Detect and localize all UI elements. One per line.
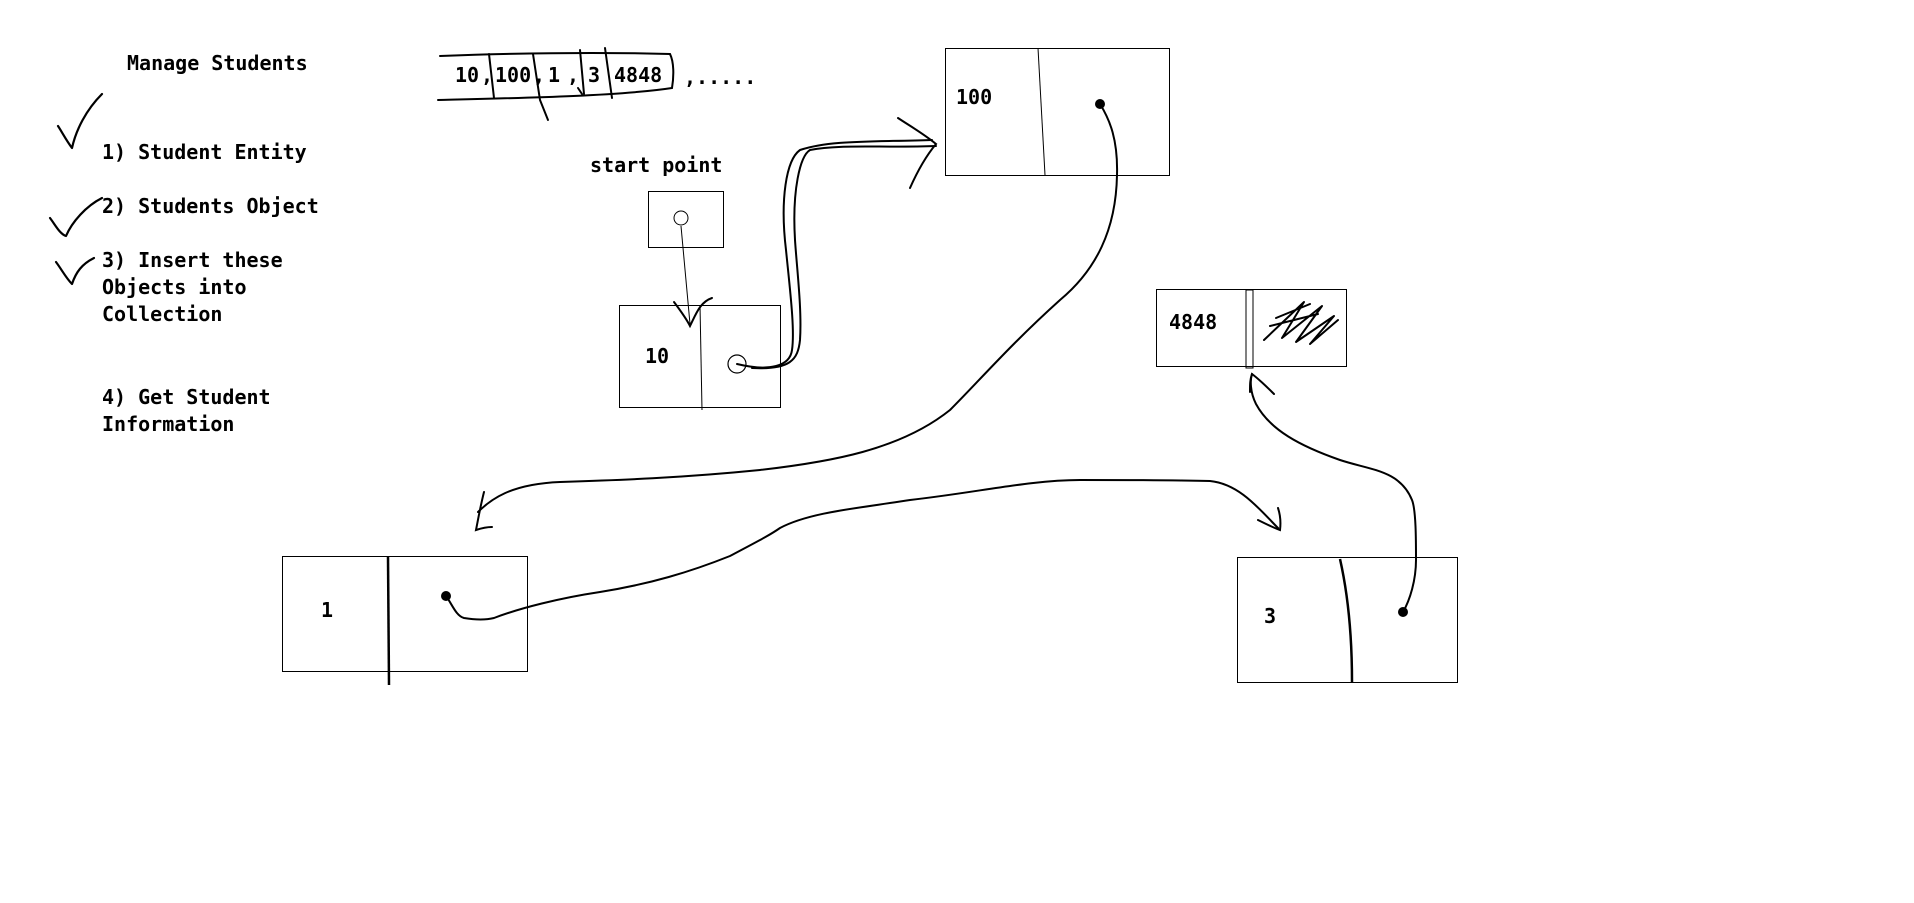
start-point-label: start point [590, 153, 723, 177]
node-3: 3 [1237, 557, 1458, 683]
start-pointer-box [648, 191, 724, 248]
node-100: 100 [945, 48, 1170, 176]
null-scribble-icon [1263, 301, 1339, 345]
link-100-to-1-arrowhead [474, 491, 493, 532]
step-3: 3) Insert these Objects into Collection [102, 248, 283, 326]
link-3-to-4848-arrowhead [1249, 372, 1275, 395]
node-value: 1 [321, 598, 334, 622]
pointer-dot [727, 354, 747, 374]
sequence-divider [488, 53, 495, 99]
sequence-separator: , [481, 63, 494, 87]
link-10-to-100 [751, 145, 937, 370]
node-10: 10 [619, 305, 781, 408]
check-mark-icon [54, 256, 96, 286]
node-divider [1037, 47, 1046, 176]
step-2: 2) Students Object [102, 194, 319, 218]
node-divider [1245, 289, 1254, 369]
node-divider [699, 304, 703, 411]
check-mark-icon [48, 196, 104, 238]
link-1-to-3 [445, 478, 1279, 621]
sequence-item: 3 [588, 63, 601, 87]
page-title: Manage Students [127, 51, 308, 75]
link-10-to-100-arrowhead [897, 117, 938, 189]
sequence-divider [577, 87, 583, 95]
node-divider [386, 556, 391, 686]
node-value: 10 [645, 344, 670, 368]
sequence-divider [579, 49, 585, 95]
sequence-item: 1 [548, 63, 561, 87]
sequence-strip [437, 47, 675, 121]
node-value: 100 [956, 85, 993, 109]
node-divider [1338, 558, 1354, 683]
sequence-divider [604, 47, 613, 99]
link-3-to-4848 [1249, 373, 1418, 613]
step-1: 1) Student Entity [102, 140, 307, 164]
start-pointer-line [680, 225, 691, 325]
node-1: 1 [282, 556, 528, 672]
sequence-continuation: ,..... [684, 65, 757, 89]
sequence-item: 10 [455, 63, 480, 87]
sequence-separator: , [567, 63, 580, 87]
step-4: 4) Get Student Information [102, 385, 271, 436]
sequence-item: 4848 [614, 63, 663, 87]
sequence-item: 100 [495, 63, 532, 87]
start-pointer-dot [673, 210, 689, 226]
sequence-separator: , [533, 63, 546, 87]
link-100-to-1 [477, 103, 1119, 513]
link-10-to-100 [736, 139, 933, 369]
check-mark-icon [56, 92, 104, 150]
link-1-to-3-arrowhead [1257, 507, 1282, 532]
sequence-divider [532, 53, 549, 121]
start-pointer-arrowhead [673, 297, 713, 329]
node-4848: 4848 [1156, 289, 1347, 367]
node-value: 3 [1264, 604, 1277, 628]
node-value: 4848 [1169, 310, 1218, 334]
